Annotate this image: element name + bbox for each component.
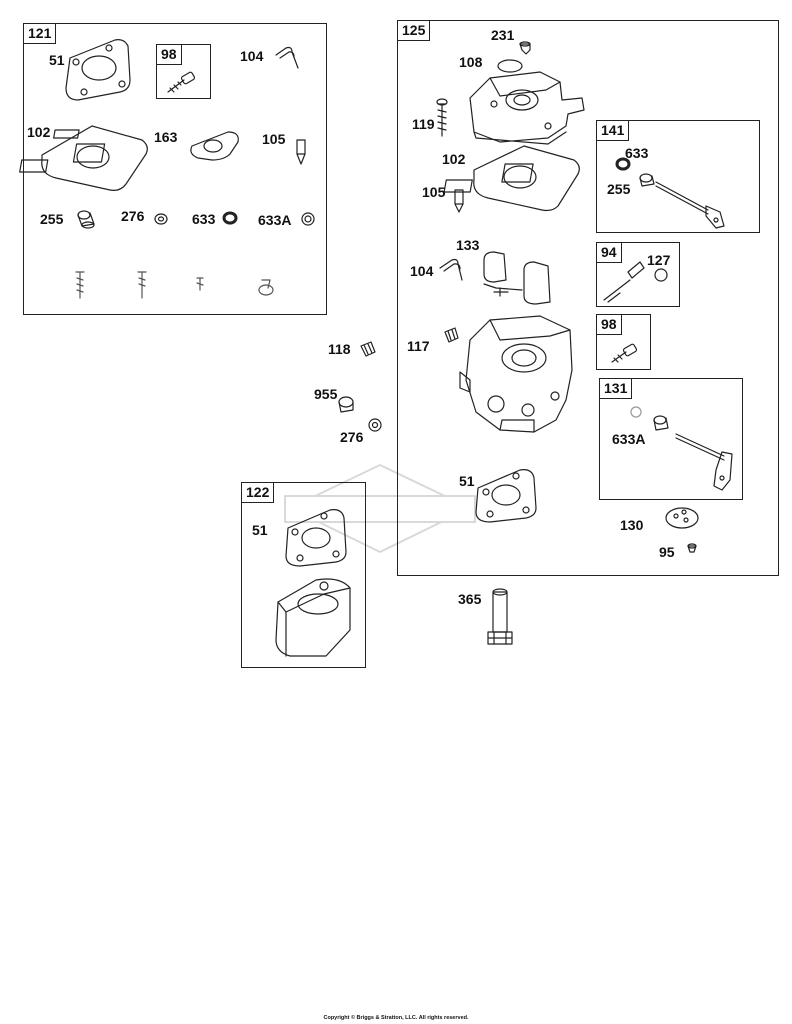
kit-94-box: 94 [596, 242, 680, 307]
kit-98-box-b: 98 [596, 314, 651, 370]
label-kit125-119: 119 [412, 116, 435, 132]
seal-633a-kit131-drawing [630, 406, 642, 418]
kit-122-tag: 122 [241, 482, 275, 503]
needle-105-kit125-drawing [454, 189, 464, 213]
kit-121-box: 121 [23, 23, 327, 315]
needle-screws-kit121-drawing [75, 271, 274, 299]
gasket-102-kit121-drawing [19, 125, 148, 191]
gasket-51-kit122-drawing [285, 509, 347, 567]
label-kit141-255: 255 [607, 181, 631, 197]
kit-94-tag: 94 [596, 242, 622, 263]
spacer-122-drawing [275, 578, 351, 657]
kit-141-box: 141 [596, 120, 760, 233]
label-kit94-127: 127 [647, 252, 671, 268]
kit-131-tag: 131 [599, 378, 633, 399]
label-95: 95 [659, 544, 675, 560]
gasket-108-drawing [497, 59, 523, 73]
clip-104-kit121-drawing [275, 46, 299, 69]
seal-633-kit141-drawing [615, 157, 631, 171]
plug-955-drawing [338, 396, 354, 413]
gasket-102-kit125-drawing [443, 145, 580, 212]
label-kit125-108: 108 [459, 54, 483, 70]
label-kit121-105: 105 [262, 131, 286, 147]
kit-98-tag-a: 98 [156, 44, 182, 65]
carburetor-body-drawing [459, 315, 573, 433]
label-kit125-133: 133 [456, 237, 480, 253]
seal-633a-kit121-drawing [301, 212, 315, 226]
choke-shaft-141-drawing [639, 173, 725, 229]
label-kit121-633: 633 [192, 211, 216, 227]
label-276: 276 [340, 429, 364, 445]
label-kit125-51: 51 [459, 473, 475, 489]
plug-118-drawing [360, 341, 376, 357]
label-kit125-105: 105 [422, 184, 446, 200]
seal-633-kit121-drawing [222, 211, 238, 225]
gasket-51-kit121-drawing [65, 39, 131, 101]
label-kit125-231: 231 [491, 27, 515, 43]
label-kit121-51: 51 [49, 52, 65, 68]
kit-98-box-a: 98 [156, 44, 211, 99]
label-kit121-255: 255 [40, 211, 64, 227]
kit-131-box: 131 [599, 378, 743, 500]
clip-104-kit125-drawing [439, 258, 463, 281]
kit-125-box: 125 [397, 20, 779, 576]
copyright-footer: Copyright © Briggs & Stratton, LLC. All … [323, 1015, 469, 1021]
needle-valve-94-drawing [603, 261, 645, 303]
plug-231-drawing [519, 41, 531, 55]
kit-141-tag: 141 [596, 120, 630, 141]
carburetor-cover-drawing [469, 71, 585, 145]
label-955: 955 [314, 386, 338, 402]
watermark-logo [284, 464, 476, 553]
float-133-drawing [483, 251, 551, 305]
screw-98-kit125-drawing [611, 343, 638, 363]
label-kit125-117: 117 [407, 338, 430, 354]
label-kit125-104: 104 [410, 263, 434, 279]
kit-98-tag-b: 98 [596, 314, 622, 335]
throttle-plate-130-drawing [665, 507, 699, 529]
oring-127-drawing [654, 268, 668, 282]
washer-276-kit121-drawing [154, 213, 168, 225]
label-kit141-633: 633 [625, 145, 649, 161]
needle-105-kit121-drawing [296, 139, 306, 165]
label-kit121-633a: 633A [258, 212, 292, 228]
screw-95-drawing [687, 543, 697, 553]
label-kit131-633a: 633A [612, 431, 646, 447]
kit-121-tag: 121 [23, 23, 57, 44]
gasket-163-kit121-drawing [190, 131, 239, 161]
label-365: 365 [458, 591, 482, 607]
label-kit121-102: 102 [27, 124, 51, 140]
washer-276-loose-drawing [368, 418, 382, 432]
label-kit121-104: 104 [240, 48, 264, 64]
label-kit125-102: 102 [442, 151, 466, 167]
kit-125-tag: 125 [397, 20, 431, 41]
screw-98-kit121-drawing [167, 71, 196, 93]
label-kit121-163: 163 [154, 129, 178, 145]
gasket-51-kit125-drawing [475, 469, 537, 523]
screw-119-drawing [436, 98, 448, 137]
kit-122-box: 122 [241, 482, 366, 668]
label-118: 118 [328, 341, 351, 357]
plug-117-drawing [444, 327, 459, 343]
label-kit122-51: 51 [252, 522, 268, 538]
bushing-255-kit121-drawing [77, 210, 95, 229]
throttle-shaft-131-drawing [653, 415, 733, 491]
bolt-365-drawing [487, 588, 513, 645]
label-kit121-276: 276 [121, 208, 145, 224]
label-130: 130 [620, 517, 644, 533]
